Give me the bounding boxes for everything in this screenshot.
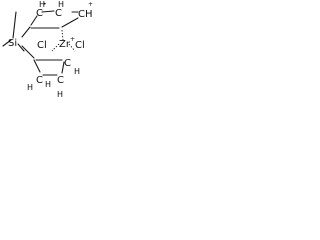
atom-ch-top-1: C [36, 8, 43, 19]
atom-ch-right: CH [78, 9, 93, 20]
atom-ch-bot-3-h: H [74, 67, 80, 76]
bond-si-methyl-upper [12, 11, 17, 39]
atom-ch-top-1-h: H [39, 0, 45, 9]
atom-si: Si [8, 38, 17, 49]
atom-ch-bot-1-h: H [27, 83, 33, 92]
atom-ch-bot-1: C [36, 75, 43, 86]
atom-ch-bot-2: C [57, 75, 64, 86]
structure-svg: Si C H C H CH + Zr + Cl Cl C H C H C H •… [2, 0, 93, 99]
charge-top: + [88, 1, 93, 8]
bond-si-ring-bottom [21, 45, 35, 59]
atom-ch-bot-2-h: H [57, 90, 63, 99]
atom-h-center: H [45, 80, 51, 89]
atom-ch-top-2: C [55, 8, 62, 19]
atom-ch-top-2-h: H [58, 0, 64, 9]
atom-cl-left: Cl [37, 40, 47, 51]
bond-ring-bot-3 [61, 61, 65, 74]
bond-si-methyl-left [2, 39, 12, 47]
bond-si-methyl-right [17, 43, 25, 52]
radical-dot: • [43, 1, 47, 8]
molecule-diagram: Si C H C H CH + Zr + Cl Cl C H C H C H •… [0, 0, 101, 100]
bond-ring-top-5 [61, 17, 79, 28]
atom-zr: Zr [59, 39, 71, 50]
bond-ring-top-1 [30, 15, 38, 26]
atom-cl-right: Cl [75, 40, 85, 51]
bond-ring-top-2 [41, 10, 55, 13]
bond-si-ring-top [21, 26, 31, 38]
charge-zr: + [70, 36, 75, 43]
atom-ch-bot-3: C [64, 58, 71, 69]
bond-ring-bot-1 [33, 59, 41, 73]
bond-zr-cl-left [51, 43, 60, 52]
